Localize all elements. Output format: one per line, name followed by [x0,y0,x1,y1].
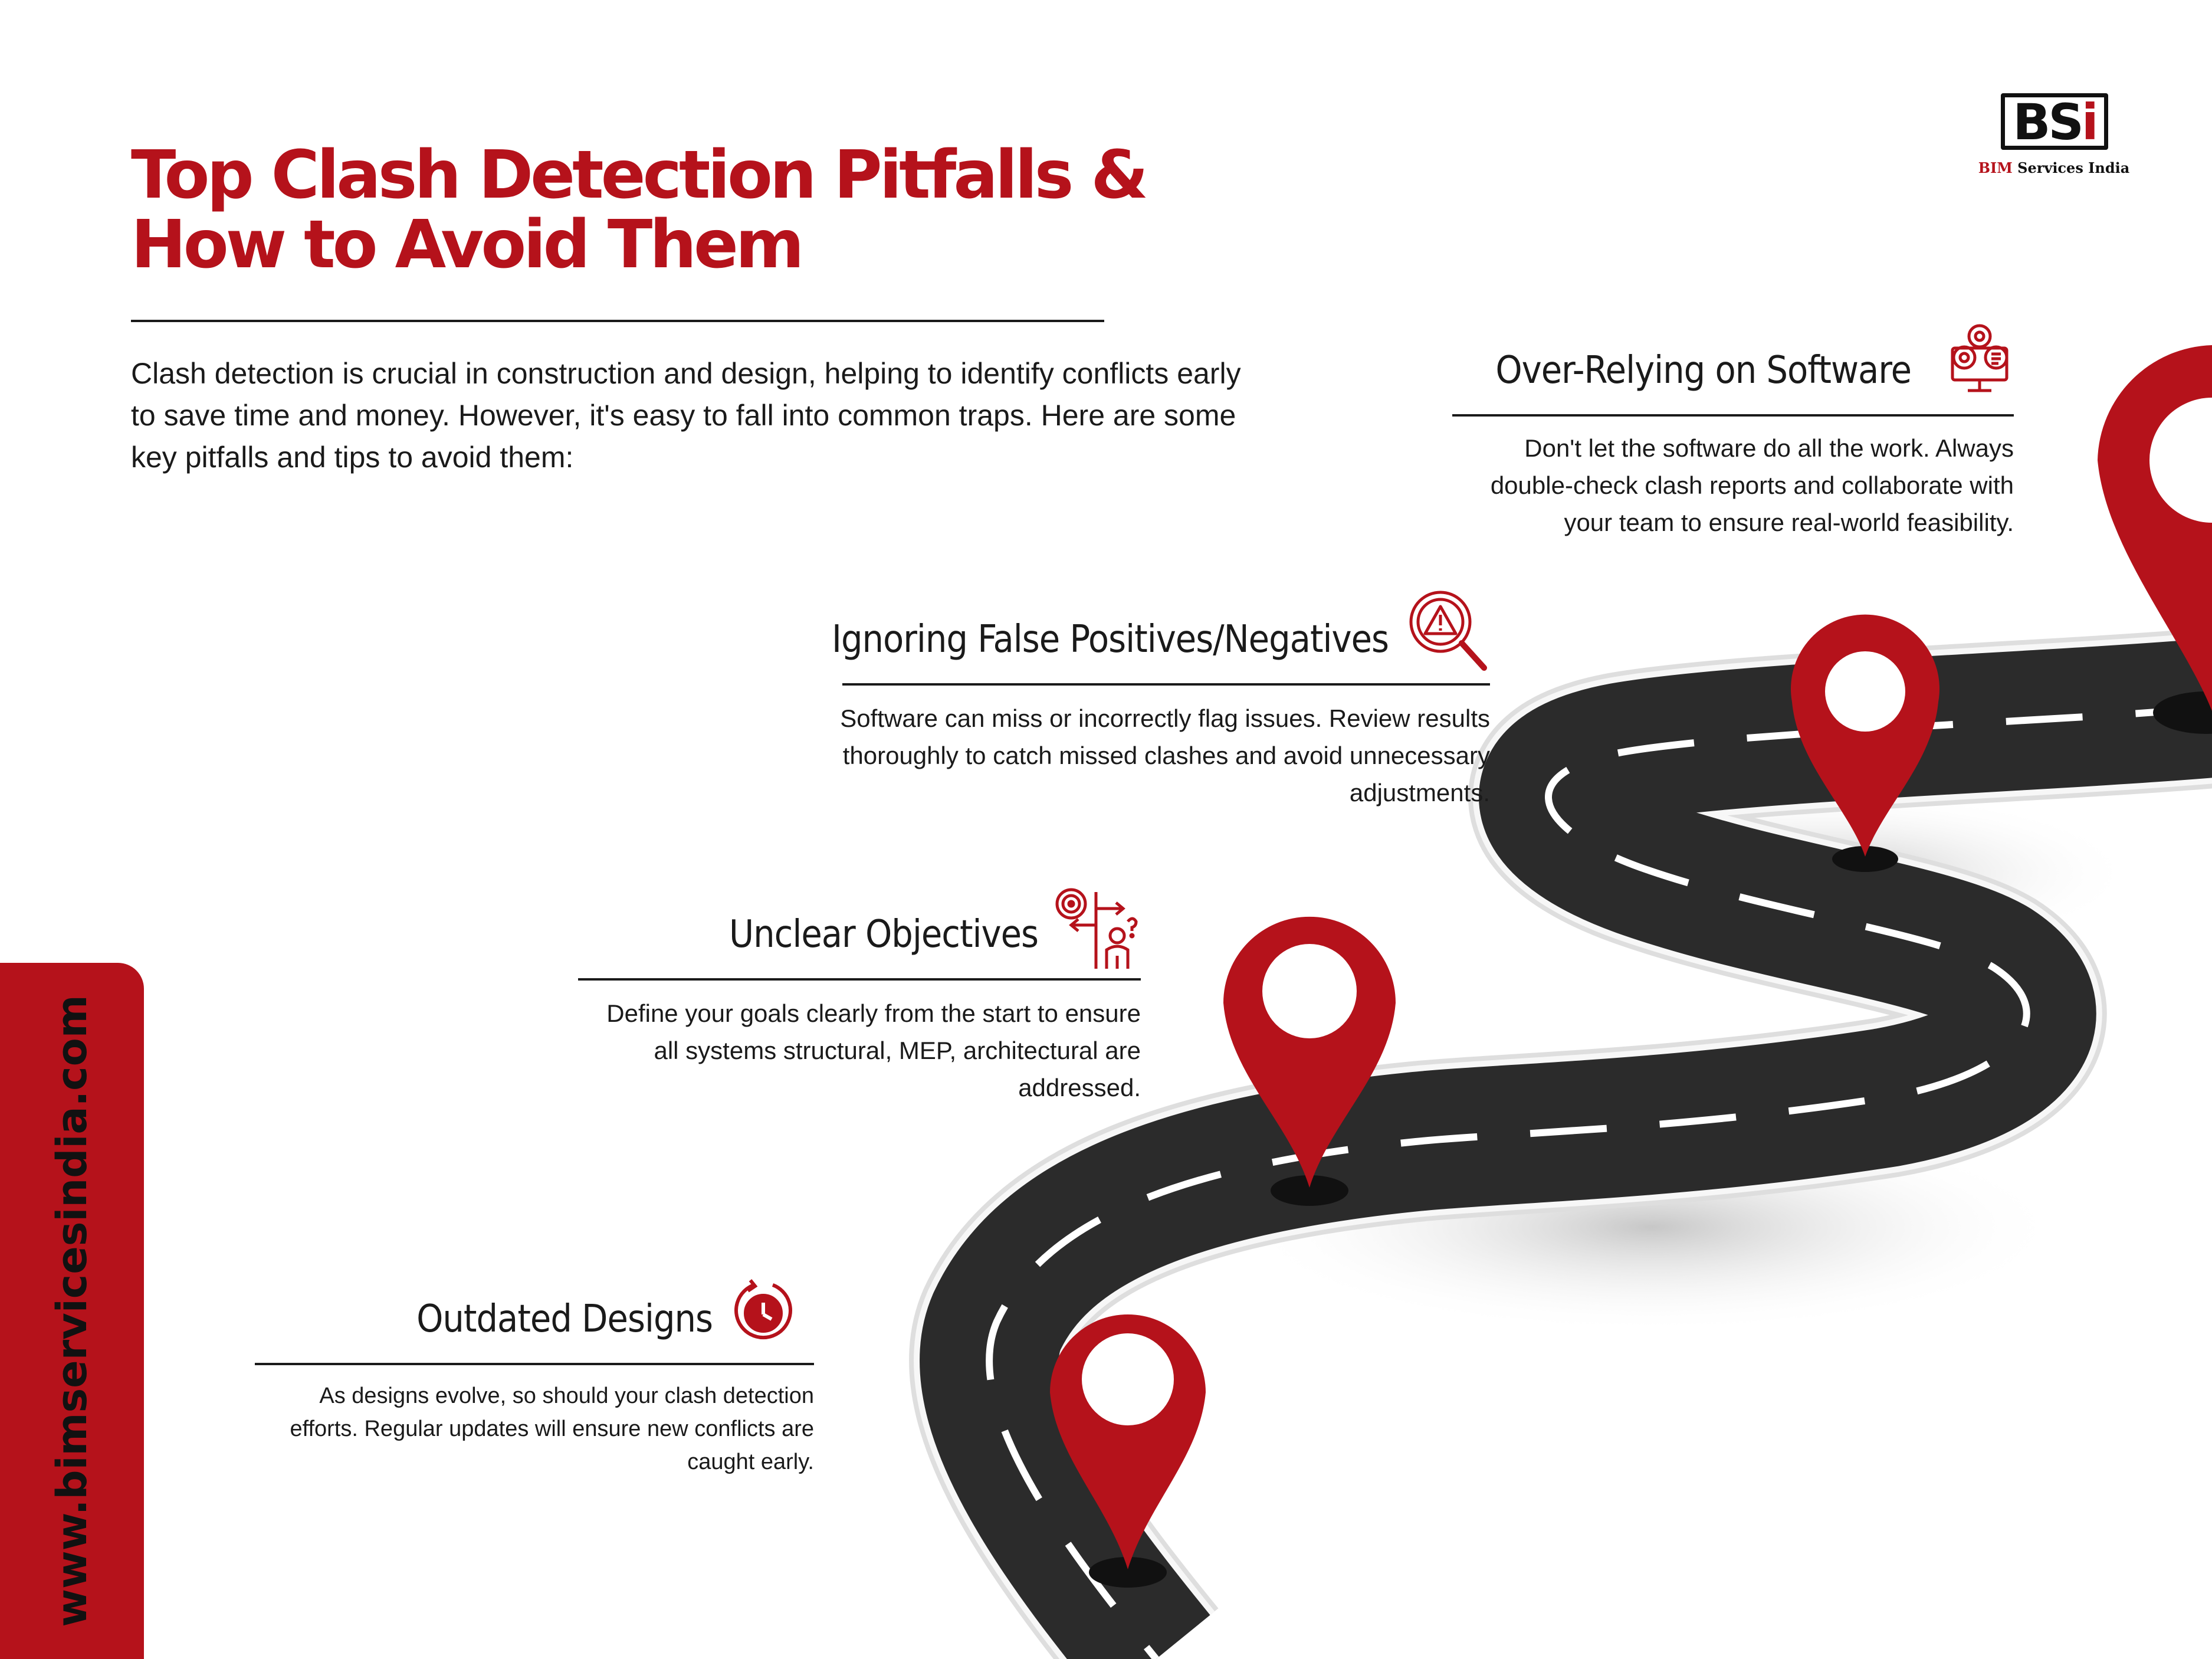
logo: BSi [2001,93,2108,150]
pitfall-heading: Outdated Designs [416,1297,713,1341]
pitfall-description: Define your goals clearly from the start… [606,999,1141,1101]
logo-tag-rest: Services India [2012,159,2130,176]
intro-text: Clash detection is crucial in constructi… [131,357,1241,474]
pitfall-divider [578,978,1141,981]
pitfall-description: Don't let the software do all the work. … [1490,434,2014,536]
warning-magnifier-icon [1409,591,1487,671]
pitfall-heading: Unclear Objectives [729,913,1039,956]
pitfall-heading: Ignoring False Positives/Negatives [831,618,1389,661]
map-pin [1791,614,1939,872]
logo-tag-accent: BIM [1978,159,2013,176]
title-divider [131,320,1104,322]
pitfall-divider [842,683,1490,686]
website-url[interactable]: www.bimservicesindia.com [48,995,96,1627]
side-banner [0,963,144,1659]
pitfall-description: As designs evolve, so should your clash … [290,1383,814,1474]
pitfall-divider [255,1363,814,1365]
clock-refresh-icon [734,1279,792,1340]
map-pin [1050,1314,1206,1588]
pitfall-heading: Over-Relying on Software [1495,349,1912,392]
pitfall-description: Software can miss or incorrectly flag is… [840,704,1490,806]
logo-mark-accent: i [2081,93,2099,151]
pitfall-divider [1452,414,2014,417]
road-center-line [986,704,2212,1659]
computer-gears-icon [1951,324,2008,392]
target-crossroads-icon [1055,888,1138,969]
map-pin [1223,916,1396,1206]
logo-tagline: BIM Services India [1977,159,2131,176]
map-pin [2098,345,2212,734]
page-title: Top Clash Detection Pitfalls & How to Av… [131,137,1148,283]
logo-mark-main: BS [2013,93,2084,151]
